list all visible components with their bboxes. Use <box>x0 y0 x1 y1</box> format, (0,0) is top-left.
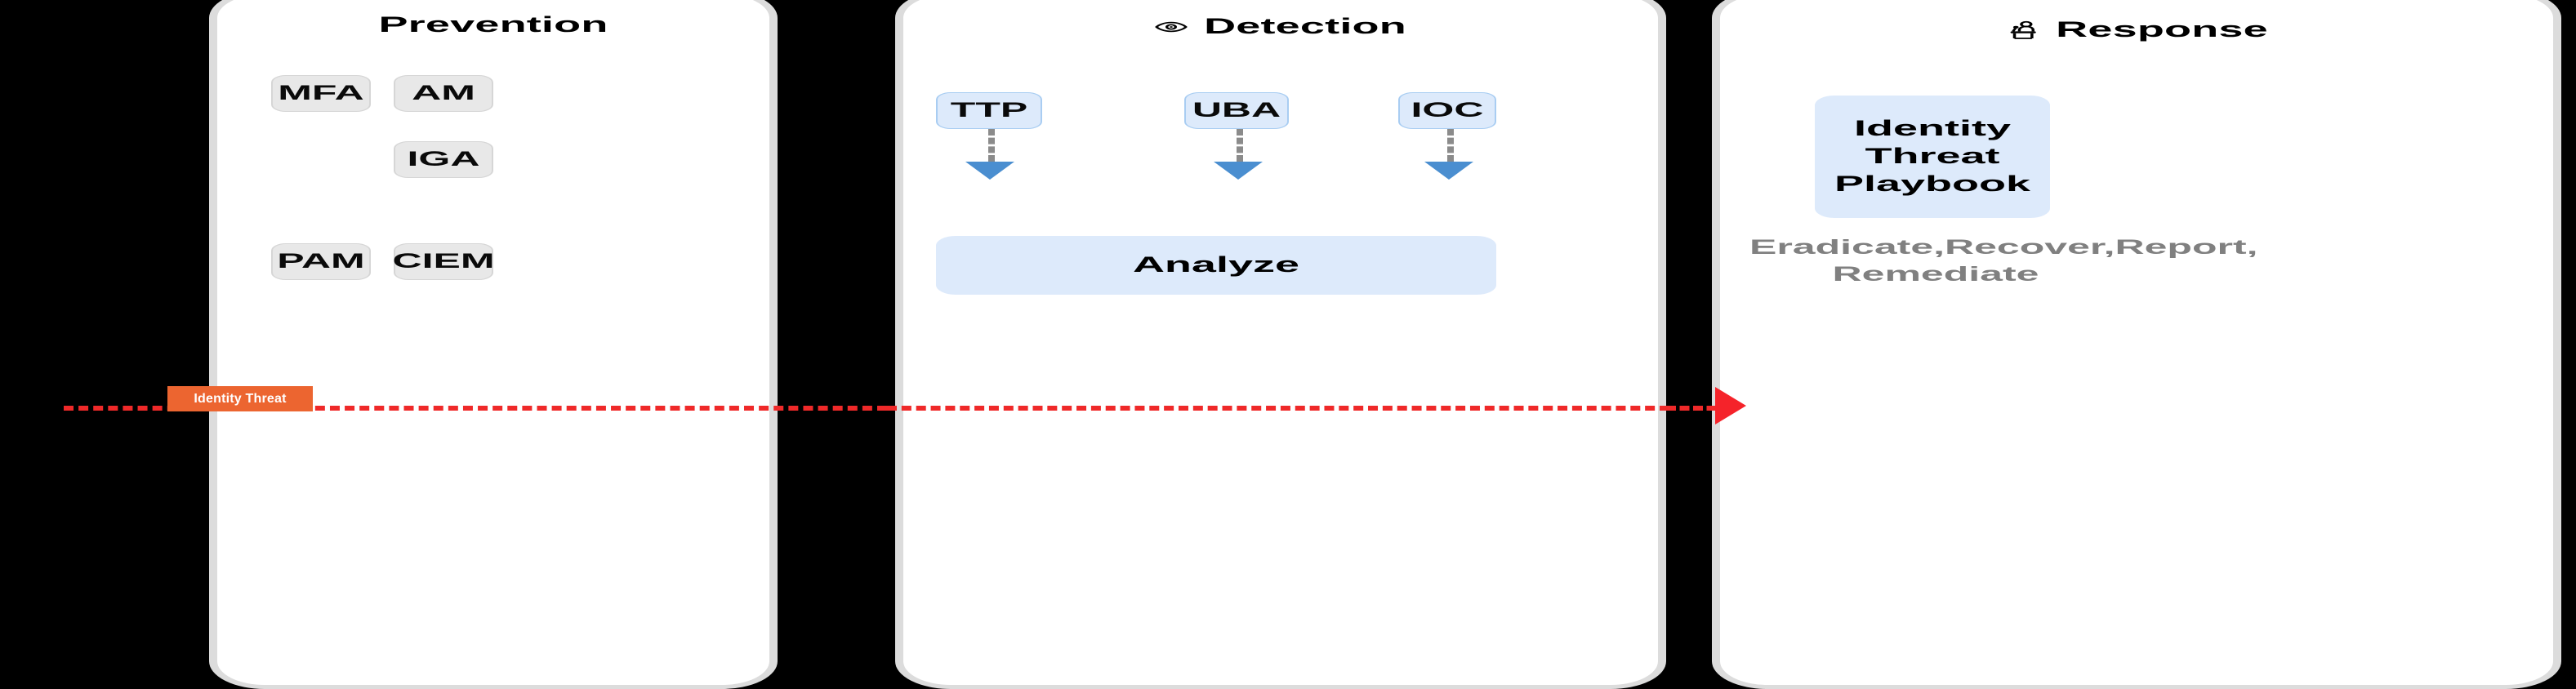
connector-ioc-arrowhead <box>1424 162 1473 180</box>
chip-ioc[interactable]: IOC <box>1398 92 1496 129</box>
connector-ttp-to-analyze <box>988 129 995 162</box>
playbook-label-line2: Playbook <box>1834 171 2031 196</box>
chip-am-label: AM <box>412 82 475 104</box>
connector-uba-to-analyze <box>1237 129 1243 162</box>
block-analyze[interactable]: Analyze <box>936 236 1496 295</box>
playbook-label-line1: Identity Threat <box>1853 116 2011 169</box>
panel-title-response: Response <box>2056 17 2268 42</box>
threat-flow-arrowhead <box>1715 387 1746 425</box>
chip-iga-label: IGA <box>407 148 480 171</box>
badge-identity-threat[interactable]: Identity Threat <box>167 386 313 411</box>
chip-ttp[interactable]: TTP <box>936 92 1042 129</box>
panel-title-detection: Detection <box>1204 14 1406 38</box>
panel-prevention: Prevention MFA AM IGA PAM CIEM <box>209 0 778 689</box>
response-caption-line1: Eradicate,Recover,Report, <box>1749 236 2258 259</box>
chip-mfa-label: MFA <box>278 82 364 104</box>
chip-ttp-label: TTP <box>950 99 1028 122</box>
panel-response: Response Identity Threat Playbook Eradic… <box>1712 0 2561 689</box>
connector-uba-arrowhead <box>1214 162 1263 180</box>
chip-iga[interactable]: IGA <box>394 141 493 178</box>
response-actions-caption: Eradicate,Recover,Report, Remediate <box>1749 234 2258 287</box>
chip-ciem-label: CIEM <box>392 250 495 273</box>
chip-ioc-label: IOC <box>1411 99 1484 122</box>
response-header: Response <box>1720 17 2553 42</box>
connector-ioc-to-analyze <box>1447 129 1454 162</box>
detection-header: Detection <box>903 14 1658 39</box>
chip-pam-label: PAM <box>277 250 365 273</box>
block-identity-threat-playbook[interactable]: Identity Threat Playbook <box>1815 96 2050 218</box>
chip-pam[interactable]: PAM <box>271 243 371 280</box>
podium-speaker-icon <box>2005 20 2039 39</box>
chip-mfa[interactable]: MFA <box>271 75 371 112</box>
chip-uba-label: UBA <box>1192 99 1281 122</box>
eye-icon <box>1155 19 1188 35</box>
response-caption-line2: Remediate <box>1832 262 2039 286</box>
connector-ttp-arrowhead <box>965 162 1014 180</box>
chip-am[interactable]: AM <box>394 75 493 112</box>
panel-title-prevention: Prevention <box>378 12 608 37</box>
chip-uba[interactable]: UBA <box>1184 92 1289 129</box>
badge-identity-threat-label: Identity Threat <box>194 391 287 406</box>
block-analyze-label: Analyze <box>1132 252 1300 278</box>
prevention-header: Prevention <box>217 12 769 38</box>
panel-detection: Detection TTP UBA IOC Analyze <box>895 0 1666 689</box>
chip-ciem[interactable]: CIEM <box>392 243 495 280</box>
